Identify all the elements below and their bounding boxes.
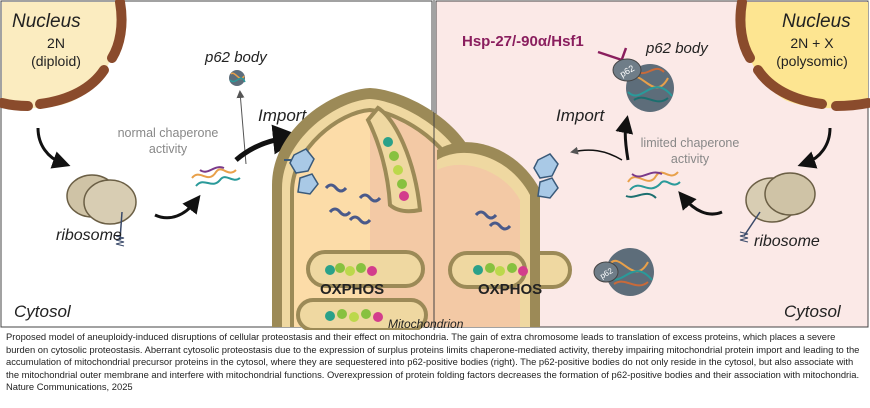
oxphos-complexes-right-icon: [473, 263, 528, 276]
right-p62-body-icon: [612, 58, 674, 112]
import-complex-left-icon: [284, 148, 319, 195]
arrow-import-left: [234, 124, 303, 162]
right-chaperone-line1: limited chaperone: [641, 136, 740, 150]
figure-caption: Proposed model of aneuploidy-induced dis…: [6, 331, 860, 393]
left-precursor-protein: [191, 166, 241, 187]
imported-proteins-icon: [324, 183, 512, 231]
right-ribosome-label: ribosome: [754, 233, 820, 250]
right-import-label: Import: [556, 106, 605, 125]
oxphos-complexes-left-icon: [325, 137, 409, 322]
arrow-right-ribosome-to-chaperone: [678, 191, 723, 216]
figure-canvas: Nucleus 2N (diploid) ribosome normal cha…: [0, 0, 870, 330]
right-precursor-protein: [625, 171, 681, 199]
arrow-ribosome-to-chaperone: [154, 194, 201, 220]
left-nucleus-title: Nucleus: [12, 11, 81, 32]
left-nucleus-ploidy: 2N: [47, 35, 65, 51]
right-nucleus: [735, 0, 870, 111]
left-nucleus: [0, 0, 127, 111]
oxphos-label-left: OXPHOS: [320, 281, 384, 298]
arrow-to-right-p62: [615, 115, 634, 161]
right-mitochondrion-matrix: [437, 142, 540, 327]
right-nucleus-type: (polysomic): [776, 53, 848, 69]
right-cytosol-label: Cytosol: [784, 302, 842, 321]
left-chaperone-line2: activity: [149, 142, 188, 156]
left-ribosome-label: ribosome: [56, 227, 122, 244]
right-nucleus-title: Nucleus: [782, 11, 851, 32]
arrow-import-right: [570, 146, 623, 161]
arrow-right-nucleus-to-ribosome: [797, 127, 832, 169]
inhibition-line: [597, 50, 623, 62]
right-nucleus-ploidy: 2N + X: [790, 35, 834, 51]
import-complex-right-icon: [533, 153, 559, 199]
arrow-nucleus-to-ribosome: [36, 127, 71, 169]
inhibitor-label: Hsp-27/-90α/Hsf1: [462, 33, 584, 50]
left-cytosol-label: Cytosol: [14, 302, 72, 321]
mito-associated-p62-icon: [593, 248, 654, 296]
right-ribosome-icon: [739, 172, 816, 243]
left-nucleus-type: (diploid): [31, 53, 81, 69]
right-p62-label: p62 body: [645, 40, 709, 57]
mitochondrion-label: Mitochondrion: [388, 317, 464, 330]
oxphos-label-right: OXPHOS: [478, 281, 542, 298]
left-chaperone-line1: normal chaperone: [118, 126, 219, 140]
right-chaperone-line2: activity: [671, 152, 710, 166]
left-import-label: Import: [258, 106, 307, 125]
left-ribosome-icon: [66, 174, 137, 247]
left-p62-body-icon: [229, 70, 246, 86]
left-p62-label: p62 body: [204, 49, 268, 66]
